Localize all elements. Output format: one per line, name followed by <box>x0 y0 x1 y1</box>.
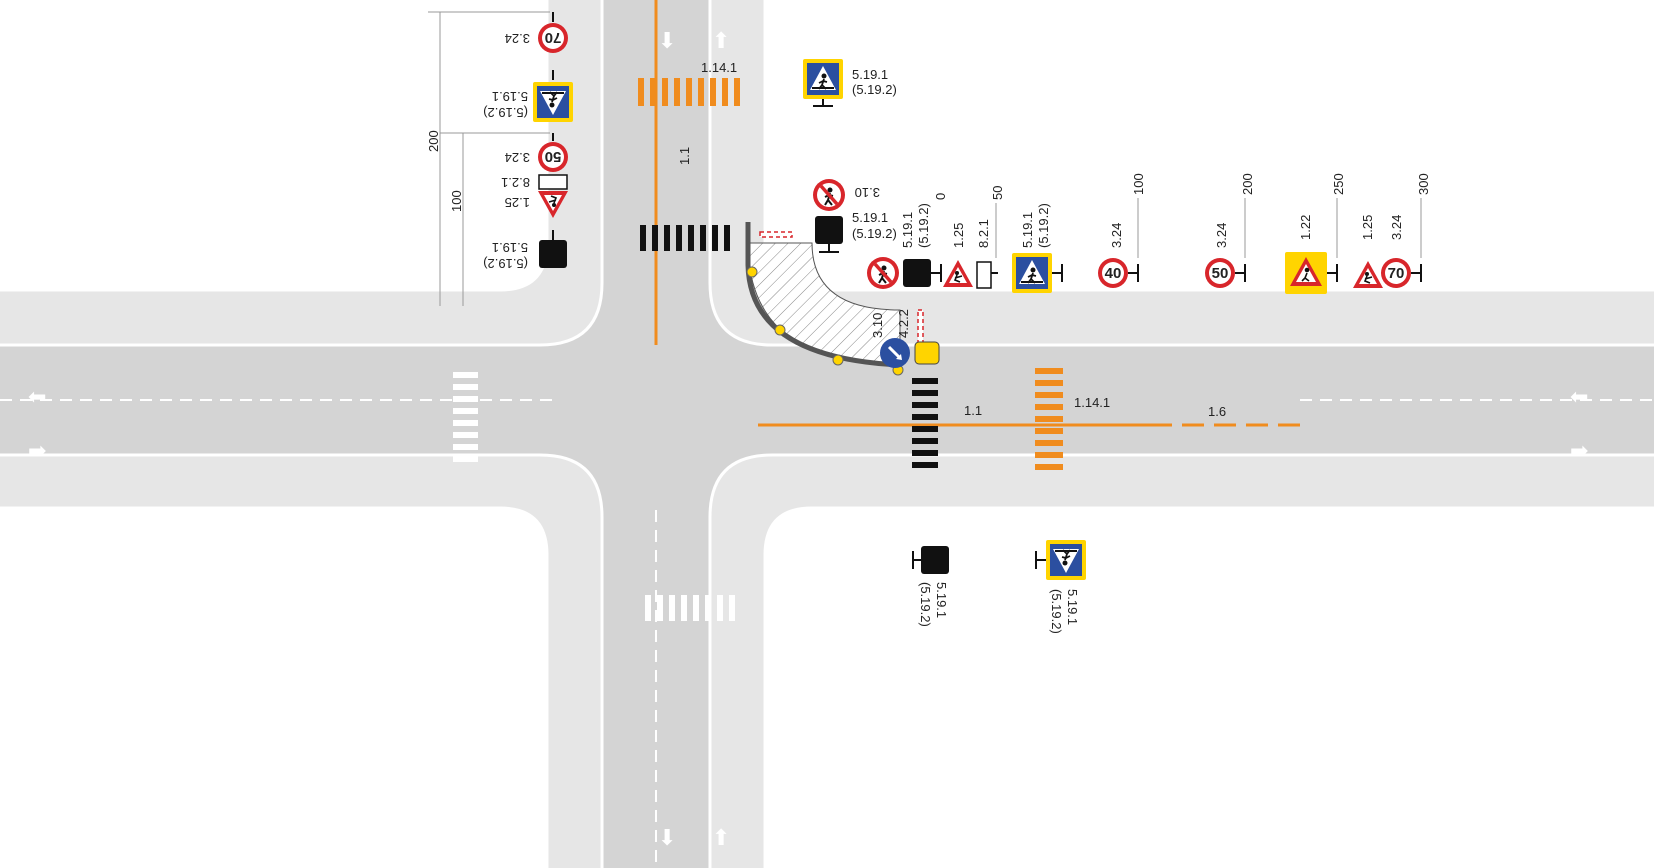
sign-label-122: 1.22 <box>1298 215 1313 240</box>
sign-lower-ped: 5.19.1 (5.19.2) <box>1035 539 1087 634</box>
crossing-bottom <box>645 595 735 621</box>
marking-label-1141-top: 1.14.1 <box>701 60 737 75</box>
sign-label-5191-lower: 5.19.1 <box>934 582 949 618</box>
sign-label-5192-left-2: (5.19.2) <box>483 256 528 271</box>
work-zone: 3.10 4.2.2 <box>745 222 940 376</box>
temporary-crossing-top <box>638 78 740 106</box>
sign-label-310-vertical: 3.10 <box>870 313 885 338</box>
sign-label-324-row3: 3.24 <box>1389 215 1404 240</box>
crossing-left <box>453 372 478 462</box>
sign-stack-left: 200 100 70 3.24 5.19.1 (5.19.2) 50 3.24 … <box>426 11 574 306</box>
speed-value-40: 40 <box>1105 265 1122 282</box>
sign-ped-top-right: 5.19.1 (5.19.2) <box>802 58 897 107</box>
speed-value-70-top: 70 <box>545 29 562 46</box>
sign-label-422: 4.2.2 <box>896 309 911 338</box>
sign-label-5191-lower2: 5.19.1 <box>1065 589 1080 625</box>
lane-direction-arrow-icon: ⬇ <box>658 825 676 850</box>
marking-label-16: 1.6 <box>1208 404 1226 419</box>
warning-light-icon <box>914 341 940 365</box>
sign-label-5192-row: (5.19.2) <box>916 203 931 248</box>
lane-direction-arrow-icon: ⬇ <box>658 28 676 53</box>
sign-label-821-left: 8.2.1 <box>501 175 530 190</box>
lane-direction-arrow-icon: ⬅ <box>1570 384 1588 409</box>
distance-label-100: 100 <box>1131 173 1146 195</box>
sign-label-125-row2: 1.25 <box>1360 215 1375 240</box>
distance-label-300: 300 <box>1416 173 1431 195</box>
marking-label-1141-right: 1.14.1 <box>1074 395 1110 410</box>
sign-lower-black: 5.19.1 (5.19.2) <box>912 546 949 627</box>
lane-direction-arrow-icon: ⬆ <box>712 28 730 53</box>
sign-no-pedestrians-top: 3.10 5.19.1 (5.19.2) <box>811 177 897 253</box>
sign-label-5192-left: (5.19.2) <box>483 105 528 120</box>
sign-label-324-row2: 3.24 <box>1214 223 1229 248</box>
sign-label-821-row: 8.2.1 <box>976 219 991 248</box>
lane-direction-arrow-icon: ⬆ <box>712 825 730 850</box>
distance-label-250: 250 <box>1331 173 1346 195</box>
marking-label-11-vertical: 1.1 <box>677 147 692 165</box>
sign-label-5191-left-2: 5.19.1 <box>492 240 528 255</box>
temporary-crossing-right <box>1035 368 1063 470</box>
sign-label-125-left: 1.25 <box>505 195 530 210</box>
lane-direction-arrow-icon: ⬅ <box>28 384 46 409</box>
sign-label-5192-lower2: (5.19.2) <box>1049 589 1064 634</box>
keep-right-sign-icon <box>880 338 910 368</box>
dimension-label-200: 200 <box>426 130 441 152</box>
sign-label-5191-top-right: 5.19.1 <box>852 67 888 82</box>
sign-label-5192-mid: (5.19.2) <box>852 226 897 241</box>
sign-row-right: 5.19.1 (5.19.2) 0 1.25 8.2.1 50 5.19.1 (… <box>865 173 1431 295</box>
sign-label-5191-row: 5.19.1 <box>900 212 915 248</box>
lane-direction-arrow-icon: ➡ <box>28 438 46 463</box>
sign-label-324-mid: 3.24 <box>505 150 530 165</box>
sign-label-5192-top-right: (5.19.2) <box>852 82 897 97</box>
distance-label-50: 50 <box>990 186 1005 200</box>
speed-value-50-left: 50 <box>545 148 562 165</box>
disabled-crossing-top <box>640 225 730 251</box>
distance-label-200: 200 <box>1240 173 1255 195</box>
sign-label-324-row1: 3.24 <box>1109 223 1124 248</box>
dimension-label-100: 100 <box>449 190 464 212</box>
sign-label-5192-row2: (5.19.2) <box>1036 203 1051 248</box>
distance-plate-icon <box>538 174 568 190</box>
disabled-crossing-right <box>912 378 938 468</box>
marking-label-11-horizontal: 1.1 <box>964 403 982 418</box>
sign-label-5192-lower: (5.19.2) <box>918 582 933 627</box>
speed-value-70-row: 70 <box>1388 265 1405 282</box>
sign-label-5191-left: 5.19.1 <box>492 89 528 104</box>
distance-plate-icon <box>976 261 992 289</box>
sign-label-324-top: 3.24 <box>505 31 530 46</box>
sign-label-5191-row2: 5.19.1 <box>1020 212 1035 248</box>
sign-label-125-row: 1.25 <box>951 223 966 248</box>
speed-value-50-row: 50 <box>1212 265 1229 282</box>
sign-label-310-top: 3.10 <box>855 185 880 200</box>
sign-label-5191-mid: 5.19.1 <box>852 210 888 225</box>
distance-label-0: 0 <box>933 193 948 200</box>
lane-direction-arrow-icon: ➡ <box>1570 438 1588 463</box>
road-markings: ⬅ ➡ ⬅ ➡ ⬇ ⬆ ⬇ ⬆ 1.14.1 1.1 1.1 1.14.1 1.… <box>28 0 1588 850</box>
